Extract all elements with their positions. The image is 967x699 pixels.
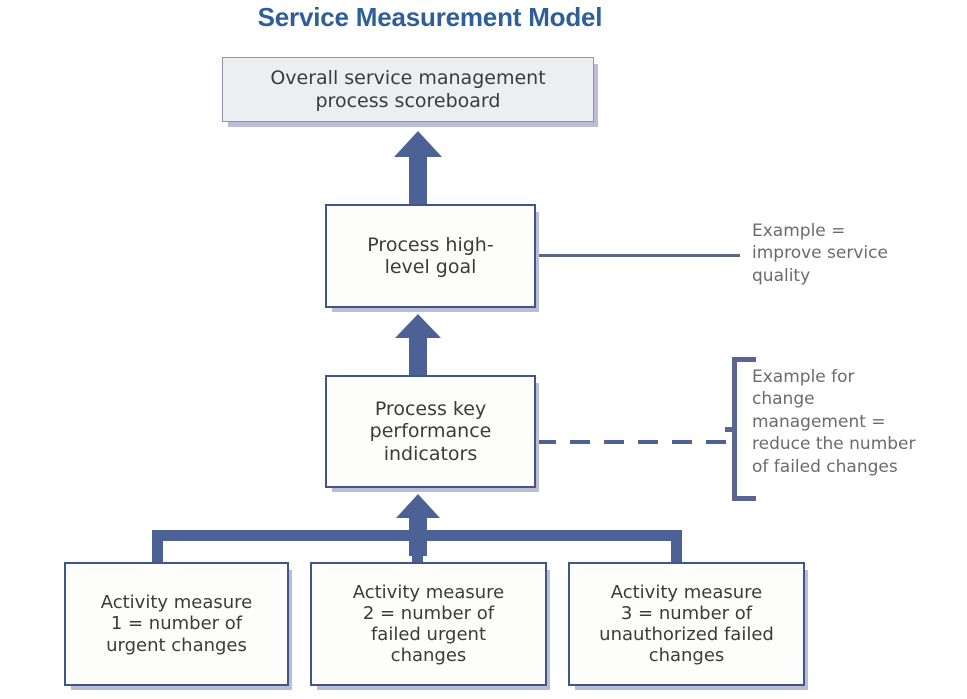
node-process-high-level-goal-label: Process high- level goal: [367, 233, 494, 278]
arrow-head-icon: [396, 494, 440, 518]
page-title: Service Measurement Model: [257, 2, 603, 32]
node-activity-measure-1-label: Activity measure 1 = number of urgent ch…: [100, 592, 253, 656]
node-overall-scoreboard: Overall service management process score…: [222, 57, 594, 122]
node-activity-measure-2-label: Activity measure 2 = number of failed ur…: [352, 581, 505, 667]
callout-bracket-kpi: [732, 357, 756, 501]
arrow-head-icon: [394, 131, 442, 157]
arrow-shaft: [409, 155, 427, 209]
node-process-key-performance-indicators-label: Process key performance indicators: [369, 397, 492, 465]
node-process-key-performance-indicators: Process key performance indicators: [325, 375, 536, 488]
arrow-up-activities-to-kpi: [382, 494, 454, 556]
callout-text-kpi-example: Example for change management = reduce t…: [752, 367, 916, 477]
callout-connector-goal: [536, 254, 740, 257]
node-activity-measure-1: Activity measure 1 = number of urgent ch…: [64, 562, 289, 686]
node-process-high-level-goal: Process high- level goal: [325, 204, 536, 308]
activity-bus-stem-1: [152, 530, 163, 565]
arrow-shaft: [409, 516, 427, 556]
node-activity-measure-3: Activity measure 3 = number of unauthori…: [568, 562, 805, 686]
node-activity-measure-3-label: Activity measure 3 = number of unauthori…: [599, 581, 774, 667]
node-activity-measure-2: Activity measure 2 = number of failed ur…: [310, 562, 547, 686]
arrow-up-kpi-to-goal: [382, 314, 454, 380]
activity-bus-stem-3: [671, 530, 682, 565]
callout-text-goal-example: Example = improve service quality: [752, 221, 888, 286]
arrow-head-icon: [395, 314, 441, 338]
node-overall-scoreboard-label: Overall service management process score…: [270, 67, 546, 112]
arrow-shaft: [409, 336, 427, 380]
callout-bracket-nub: [725, 427, 735, 432]
arrow-up-goal-to-scoreboard: [382, 131, 454, 209]
callout-connector-kpi-dashed: [536, 440, 736, 444]
